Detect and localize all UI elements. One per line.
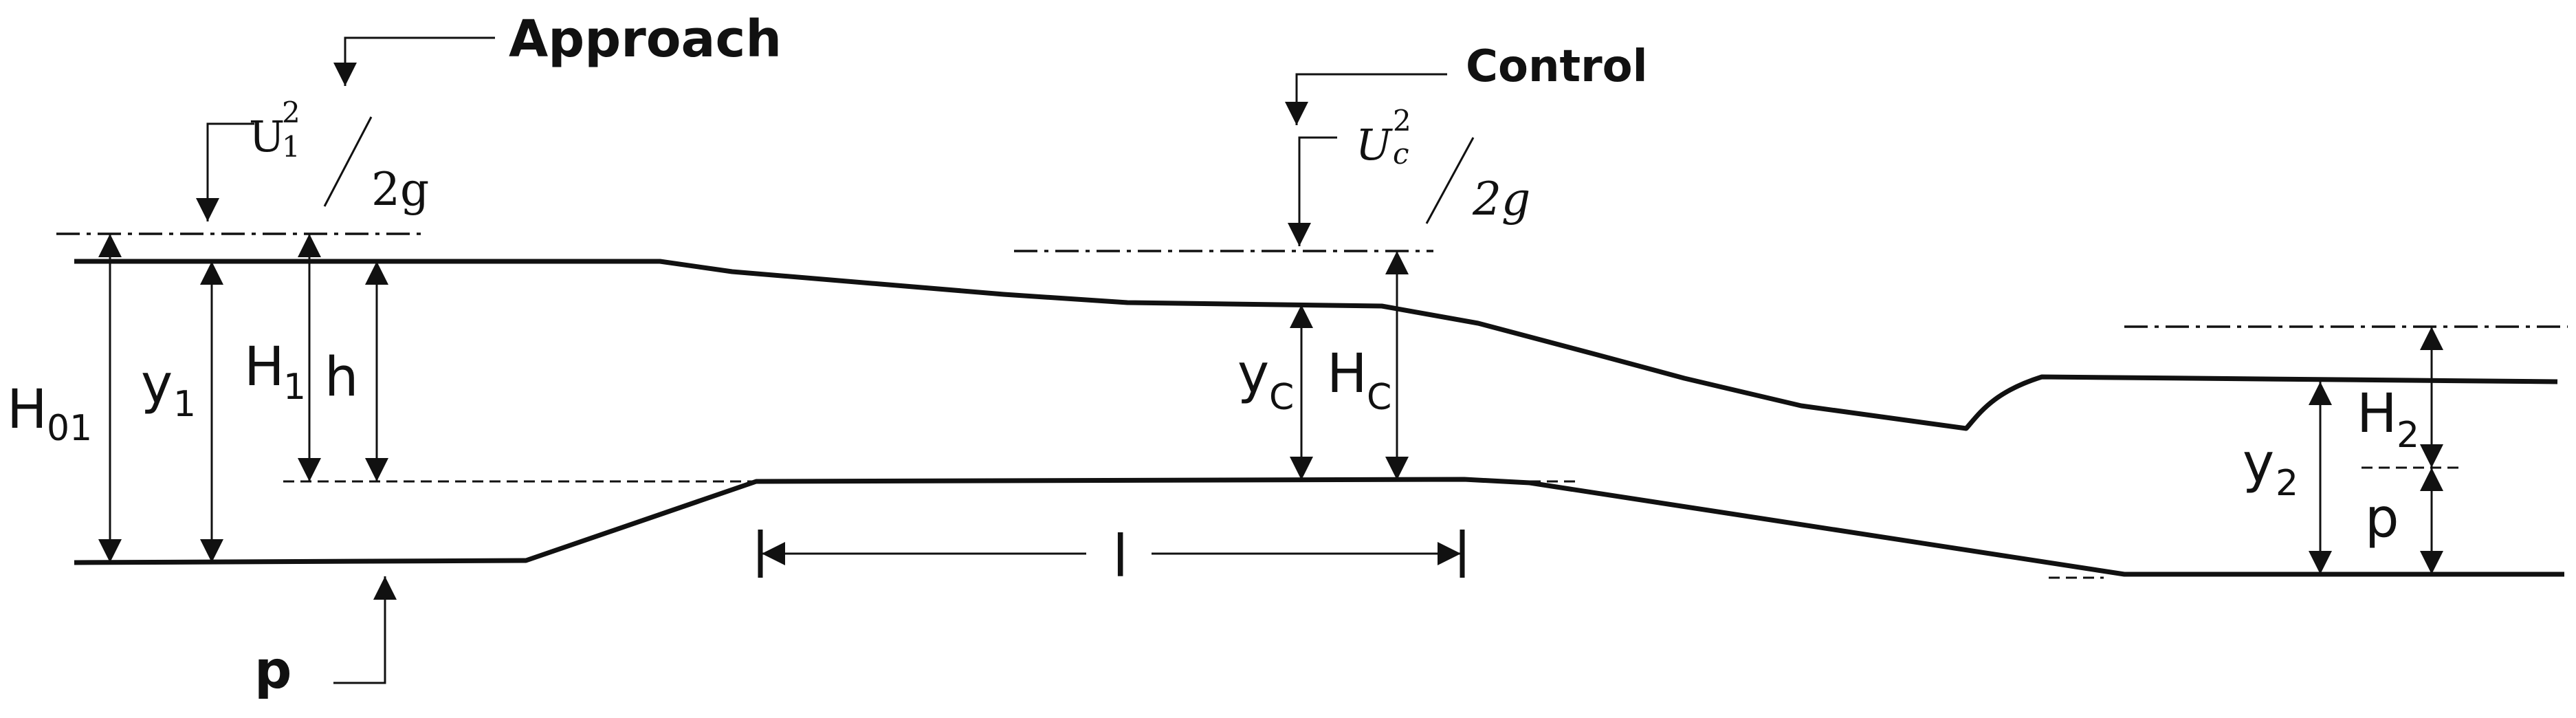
Uc-label: U: [1356, 120, 1393, 170]
Uc-leader-arrow: [1288, 136, 1337, 246]
H2-label: H: [2357, 383, 2397, 445]
approach-leader-arrow: [333, 36, 495, 86]
l-label: l: [1112, 523, 1128, 590]
H01-sub: 01: [47, 408, 92, 449]
control-leader-arrow: [1285, 73, 1447, 125]
p-right-label: p: [2365, 488, 2399, 550]
y1-label: y: [141, 353, 173, 415]
U1-sub: 1: [282, 130, 300, 164]
H1-label: H: [244, 336, 285, 398]
y2-label: y: [2243, 433, 2274, 494]
channel-bed-line: [74, 477, 2564, 577]
p-bottom-label: p: [254, 639, 291, 700]
Hc-sub: C: [1367, 377, 1391, 418]
yc-sub: C: [1269, 377, 1294, 418]
Hc-label: H: [1327, 343, 1367, 405]
U1-label: U: [249, 111, 285, 162]
Uc-fraction-slash: [1425, 137, 1475, 224]
H1-sub: 1: [283, 367, 306, 408]
control-label: Control: [1466, 41, 1648, 92]
Uc-sub: c: [1393, 137, 1409, 171]
water-surface-line: [74, 259, 2558, 431]
y1-sub: 1: [173, 384, 196, 425]
U1-fraction-slash: [323, 116, 373, 207]
Uc-denominator: 2g: [1472, 173, 1530, 226]
h-label: h: [324, 347, 358, 409]
H01-label: H: [7, 379, 47, 441]
U1-leader-arrow: [196, 122, 254, 221]
U1-denominator: 2g: [371, 163, 429, 216]
approach-label: Approach: [509, 10, 782, 69]
U1-sup: 2: [282, 96, 300, 129]
yc-label: y: [1237, 343, 1269, 405]
p-leader-arrow: [333, 576, 397, 684]
y2-sub: 2: [2276, 463, 2298, 504]
H2-sub: 2: [2397, 415, 2419, 456]
Uc-sup: 2: [1393, 104, 1411, 138]
